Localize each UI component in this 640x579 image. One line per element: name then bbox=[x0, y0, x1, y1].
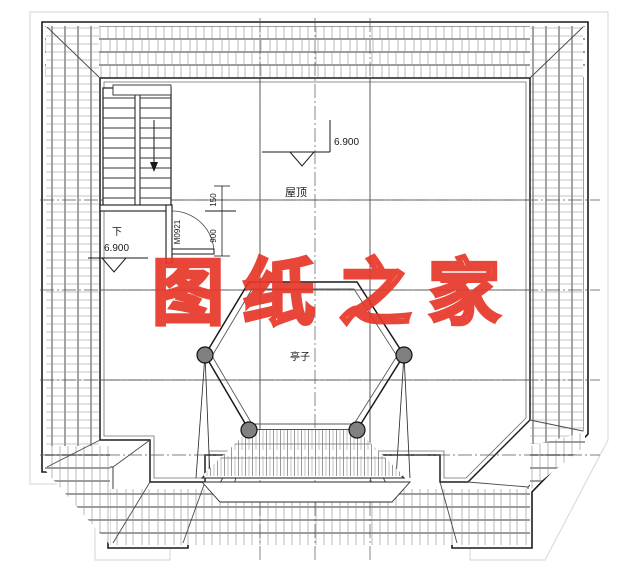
elevation-value-main: 6.900 bbox=[334, 137, 359, 148]
roof-label: 屋顶 bbox=[285, 186, 307, 199]
column-node bbox=[348, 421, 366, 439]
watermark-char-2: 纸 bbox=[243, 251, 315, 335]
pavilion-label: 亭子 bbox=[290, 350, 310, 363]
dimension-150: 150 bbox=[209, 193, 218, 207]
watermark-char-1: 图 bbox=[152, 251, 224, 335]
dimension-lines bbox=[205, 185, 236, 257]
watermark: 图 纸 之 家 bbox=[150, 249, 501, 336]
watermark-char-4: 家 bbox=[428, 251, 500, 335]
staircase bbox=[102, 84, 172, 207]
column-node bbox=[196, 346, 214, 364]
elevation-value-secondary: 6.900 bbox=[104, 243, 129, 254]
column-node bbox=[240, 421, 258, 439]
stair-direction-label: 下 bbox=[112, 227, 122, 238]
watermark-char-3: 之 bbox=[339, 251, 411, 335]
elevation-marker-secondary bbox=[88, 257, 148, 273]
column-node bbox=[395, 346, 413, 364]
elevation-marker-main bbox=[262, 120, 331, 167]
door-tag-label: M0921 bbox=[173, 219, 182, 244]
dimension-900: 900 bbox=[209, 229, 218, 243]
hip-lines bbox=[46, 26, 584, 544]
pavilion-columns bbox=[196, 346, 413, 439]
door-opening bbox=[99, 204, 215, 264]
